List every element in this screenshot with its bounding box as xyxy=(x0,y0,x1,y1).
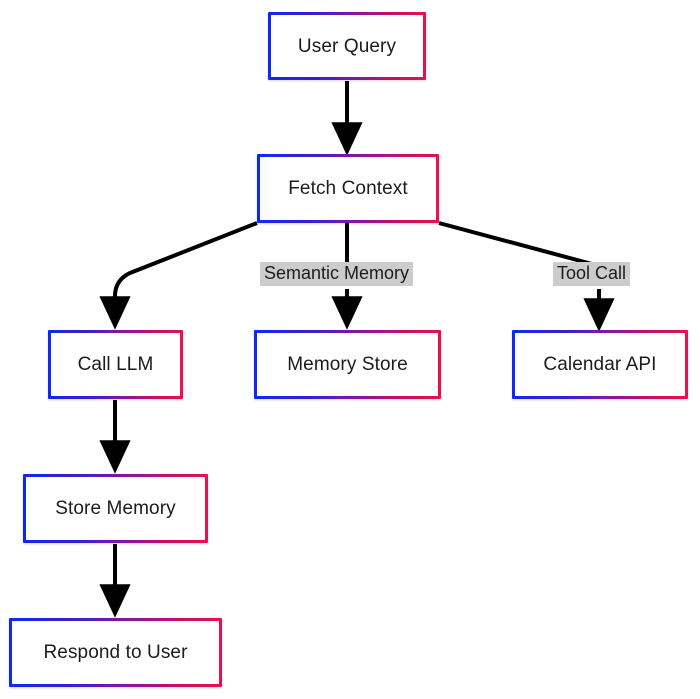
edge-label-tool-call: Tool Call xyxy=(553,262,631,287)
node-call-llm[interactable]: Call LLM xyxy=(48,330,183,399)
node-fetch-context-label: Fetch Context xyxy=(288,178,408,199)
node-user-query-label: User Query xyxy=(297,35,397,57)
edge-fetch-context-to-call-llm xyxy=(99,221,258,330)
node-call-llm-label: Call LLM xyxy=(77,354,154,375)
node-store-memory[interactable]: Store Memory xyxy=(23,474,208,543)
node-fetch-context[interactable]: Fetch Context xyxy=(257,154,439,223)
node-calendar-api-label: Calendar API xyxy=(543,354,657,375)
node-memory-store-label: Memory Store xyxy=(287,354,408,375)
node-calendar-api[interactable]: Calendar API xyxy=(512,330,688,399)
node-store-memory-label: Store Memory xyxy=(55,498,176,519)
node-memory-store[interactable]: Memory Store xyxy=(254,330,441,399)
node-respond-to-user[interactable]: Respond to User xyxy=(9,618,222,687)
node-user-query[interactable]: User Query xyxy=(268,12,426,80)
edge-label-semantic-memory: Semantic Memory xyxy=(260,262,414,287)
node-respond-to-user-label: Respond to User xyxy=(43,642,188,663)
